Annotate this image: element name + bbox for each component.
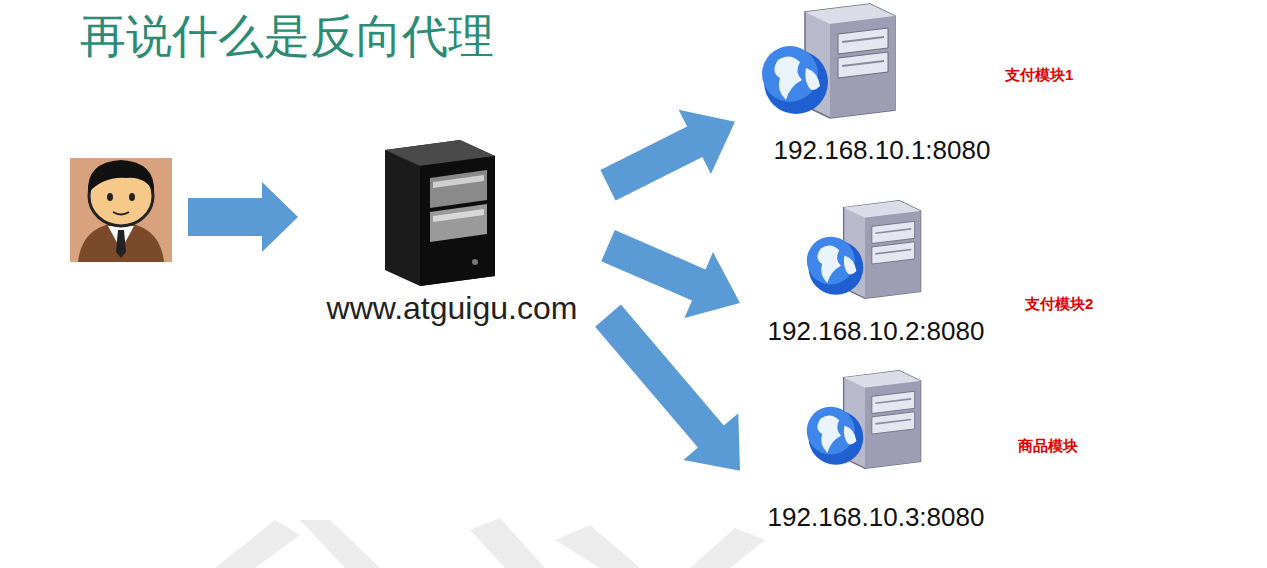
server-address: www.atguigu.com <box>327 290 578 327</box>
proxy-server: www.atguigu.com <box>308 138 578 327</box>
flow-arrow <box>600 110 735 201</box>
module-label: 商品模块 <box>1018 437 1078 454</box>
module-label: 支付模块1 <box>1005 66 1073 83</box>
server-icon <box>760 2 900 124</box>
backend-server: 192.168.10.3:8080 商品模块 <box>760 365 1078 533</box>
server-icon <box>805 199 925 304</box>
watermark-shape <box>215 518 765 568</box>
server-address: 192.168.10.2:8080 <box>768 317 985 347</box>
server-address: 192.168.10.3:8080 <box>768 503 985 533</box>
server-icon <box>375 138 500 292</box>
server-icon <box>805 369 925 474</box>
flow-arrow <box>188 182 298 252</box>
backend-server: 192.168.10.1:8080 支付模块1 <box>755 2 1074 166</box>
title: 再说什么是反向代理 <box>80 10 494 63</box>
flow-arrow <box>595 305 740 471</box>
flow-arrow <box>601 230 740 318</box>
user-icon <box>70 158 172 262</box>
server-address: 192.168.10.1:8080 <box>774 136 991 166</box>
backend-server: 192.168.10.2:8080 支付模块2 <box>760 195 1094 347</box>
module-label: 支付模块2 <box>1025 295 1093 312</box>
